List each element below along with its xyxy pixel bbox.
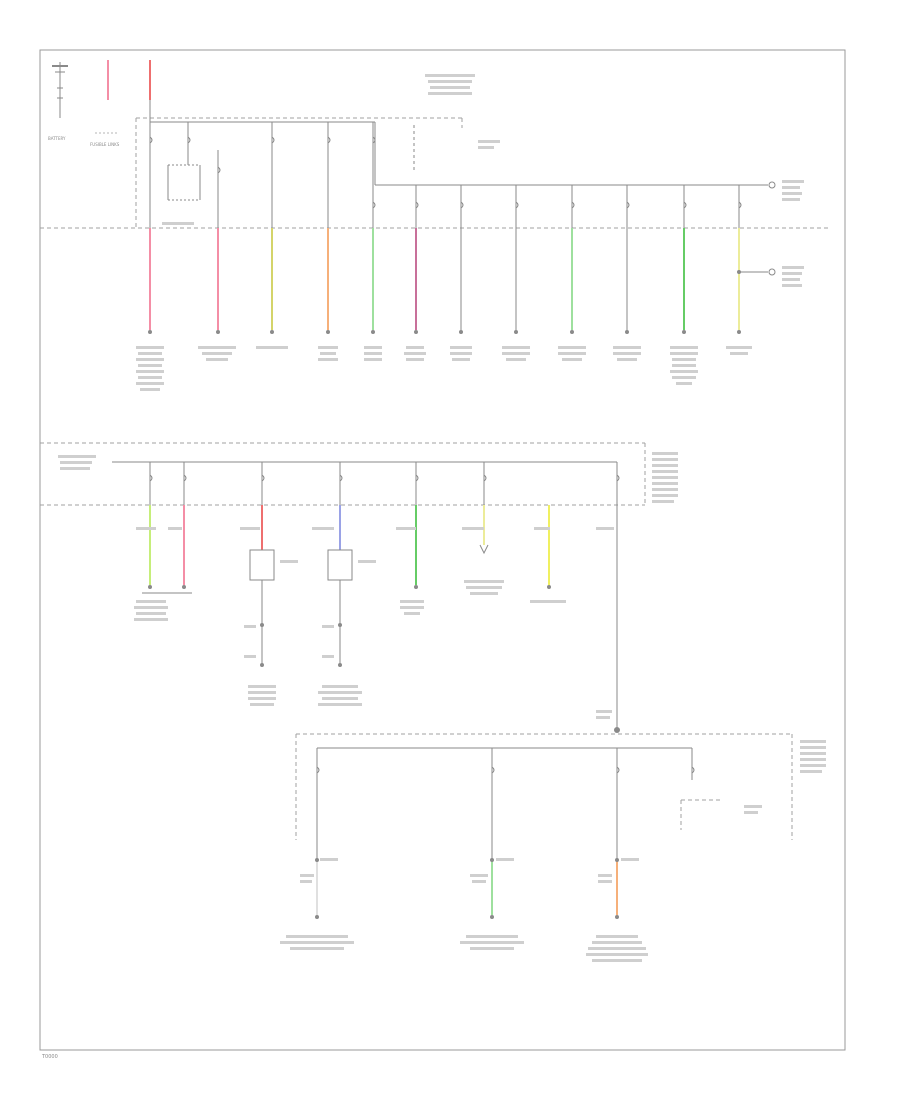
top-fuse-row (149, 122, 742, 330)
middle-fuse-row (149, 462, 620, 585)
top-fuse-box-outline (40, 117, 830, 229)
top-row-terminals (148, 268, 776, 334)
battery-label: BATTERY (48, 136, 66, 141)
bottom-fuse-row (316, 748, 695, 915)
diagram-frame (39, 49, 846, 1051)
fusible-links-label: FUSIBLE LINKS (90, 142, 120, 147)
bottom-box-outline (295, 733, 793, 840)
middle-label-marks (58, 452, 678, 719)
top-label-marks (136, 74, 804, 391)
middle-terminals (148, 585, 620, 733)
top-buses (149, 100, 776, 201)
middle-fuse-box-outline (40, 442, 646, 506)
bottom-terminals (315, 858, 619, 919)
bottom-label-marks (280, 740, 826, 962)
middle-relays (142, 544, 489, 665)
battery-symbol (52, 62, 68, 118)
footer-code: T0000 (41, 1054, 58, 1060)
